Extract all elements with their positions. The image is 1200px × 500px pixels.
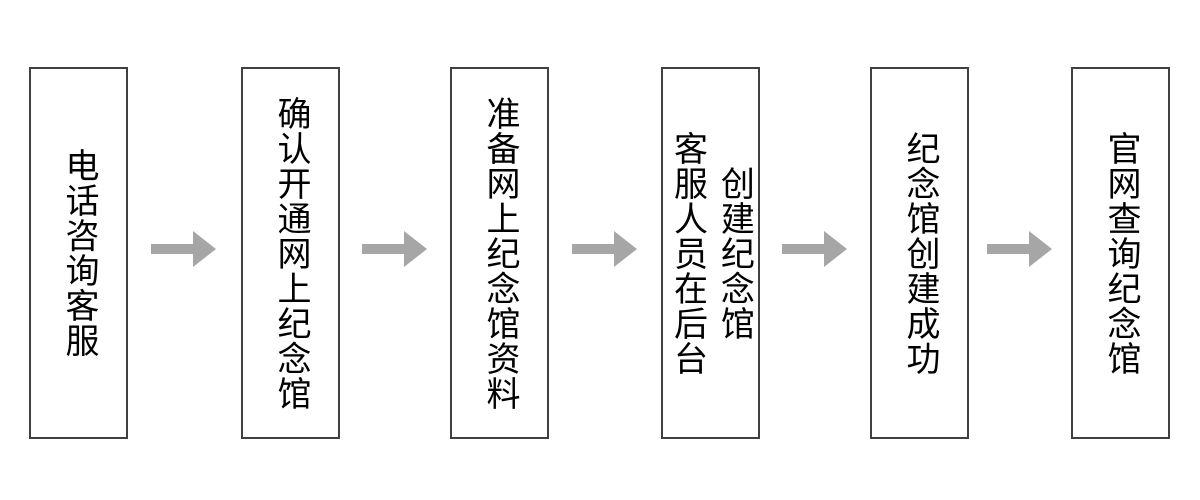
flow-step-5: 纪念馆创建成功	[870, 67, 969, 439]
arrow-head	[193, 231, 216, 267]
right-arrow-icon	[362, 231, 427, 267]
right-arrow-icon	[572, 231, 637, 267]
right-arrow-icon	[782, 231, 847, 267]
arrow-shaft	[782, 244, 824, 254]
flow-step-4: 客服人员在后台 创建纪念馆	[661, 67, 760, 439]
right-arrow-icon	[151, 231, 216, 267]
arrow-head	[614, 231, 637, 267]
arrow-head	[404, 231, 427, 267]
flow-step-1-label: 电话咨询客服	[59, 148, 98, 358]
flow-step-2: 确认开通网上纪念馆	[241, 67, 340, 439]
arrow-shaft	[987, 244, 1029, 254]
flow-step-6: 官网查询纪念馆	[1071, 67, 1170, 439]
flow-step-6-label: 官网查询纪念馆	[1101, 130, 1140, 376]
arrow-shaft	[362, 244, 404, 254]
flow-step-4-label: 客服人员在后台 创建纪念馆	[668, 130, 754, 376]
arrow-shaft	[572, 244, 614, 254]
arrow-head	[824, 231, 847, 267]
flow-step-5-label: 纪念馆创建成功	[900, 130, 939, 376]
flow-step-3-label: 准备网上纪念馆资料	[480, 95, 519, 411]
flow-step-1: 电话咨询客服	[29, 67, 128, 439]
right-arrow-icon	[987, 231, 1052, 267]
arrow-shaft	[151, 244, 193, 254]
flow-step-2-label: 确认开通网上纪念馆	[271, 95, 310, 411]
arrow-head	[1029, 231, 1052, 267]
flow-step-3: 准备网上纪念馆资料	[450, 67, 549, 439]
